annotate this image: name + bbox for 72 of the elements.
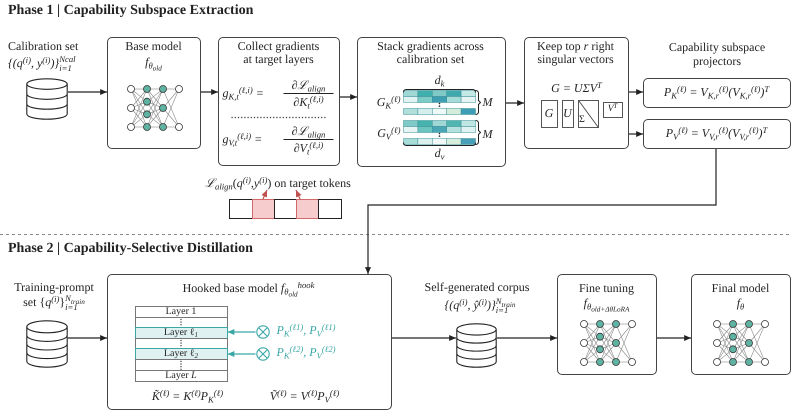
dimension-label: M [482,128,492,140]
arrow [365,149,717,274]
process-box [557,274,657,375]
target-token-box [252,199,275,219]
loss-caption: ℒ$_{align}$(q$^{(i)}$,y$^{(i)}$) on target tokens [205,177,351,190]
token-box [318,199,342,219]
layer-label: Layer 1 [164,306,198,316]
highlighted-layer-box [134,326,228,338]
box-title: Final model [712,282,770,294]
box-title: Stack gradients across calibration set [376,40,485,66]
set-label: Self-generated corpus [424,281,530,294]
process-box [357,37,506,167]
formula-text: G = UΣV$^{T}$ [551,82,602,94]
process-box [218,37,340,166]
matrix-box [578,100,598,128]
formula-text: ∂ℒ$_{align}$ [292,124,326,138]
formula-box [643,119,791,149]
token-box [229,199,253,219]
box-title: Base model [125,40,182,52]
arrow [506,100,524,106]
process-box [107,274,392,410]
box-title: Collect gradients at target layers [236,40,320,66]
arrow [629,89,643,95]
highlighted-layer-box [134,348,228,360]
section-heading: Phase 2 | Capability-Selective Distillation [8,241,253,256]
box-title: Fine tuning [579,282,634,294]
box-title: Keep top r right singular vectors [536,40,615,66]
process-box [691,274,791,375]
layer-box [134,370,228,382]
process-box [107,37,201,149]
layer-box [134,338,228,348]
target-token-box [296,199,319,219]
arrow [261,190,268,200]
arrow [497,335,557,341]
formula-text: P$_{K}$$^{(ℓ)}$ = V$_{K,r}$$^{(ℓ)}$(V$_{K,r}$$^{(ℓ)}$)$^{T}$ [664,86,770,98]
arrow [201,89,218,95]
matrix-box [540,100,558,128]
matrix-label: U [563,106,572,120]
formula-box [643,78,791,108]
dimension-label: d$_{v}$ [434,146,444,160]
arrow [68,89,107,95]
arrow [657,335,691,341]
layer-box [134,306,228,318]
formula-text: P$_{V}$$^{(ℓ)}$ = V$_{V,r}$$^{(ℓ)}$(V$_{V,r}$$^{(ℓ)}$)$^{T}$ [666,126,768,140]
layer-box [134,358,228,370]
layer-label: Layer L [164,370,198,380]
column-heading: Capability subspace projectors [668,40,766,68]
arrow [629,131,643,137]
arrow [295,190,302,200]
dimension-label: M [482,96,492,108]
layer-label: Layer ℓ$_{1}$ [162,328,200,338]
matrix-label: Σ [579,112,585,126]
arrow [228,351,256,357]
set-label: Calibration set [8,40,78,53]
process-box [524,37,629,149]
formula-text: g$_{V,t}$$^{(ℓ,i)}$ = [222,132,262,146]
token-box [274,199,297,219]
matrix-label: G [544,106,554,120]
layer-label: Layer ℓ$_{2}$ [162,348,200,358]
matrix-box [602,102,622,118]
arrow [340,94,357,100]
section-heading: Phase 1 | Capability Subspace Extraction [8,3,254,18]
arrow [228,329,256,335]
arrow [68,335,107,341]
formula-text: g$_{K,t}$$^{(ℓ,i)}$ = [222,86,264,100]
arrow [392,335,456,341]
layer-box [134,316,228,328]
matrix-box [562,100,574,128]
model-formula: f$_{θ}$ [736,296,744,310]
matrix-label: V$^{T}$ [608,104,618,114]
formula-text: ∂ℒ$_{align}$ [292,78,326,92]
dimension-label: d$_{k}$ [434,74,444,86]
